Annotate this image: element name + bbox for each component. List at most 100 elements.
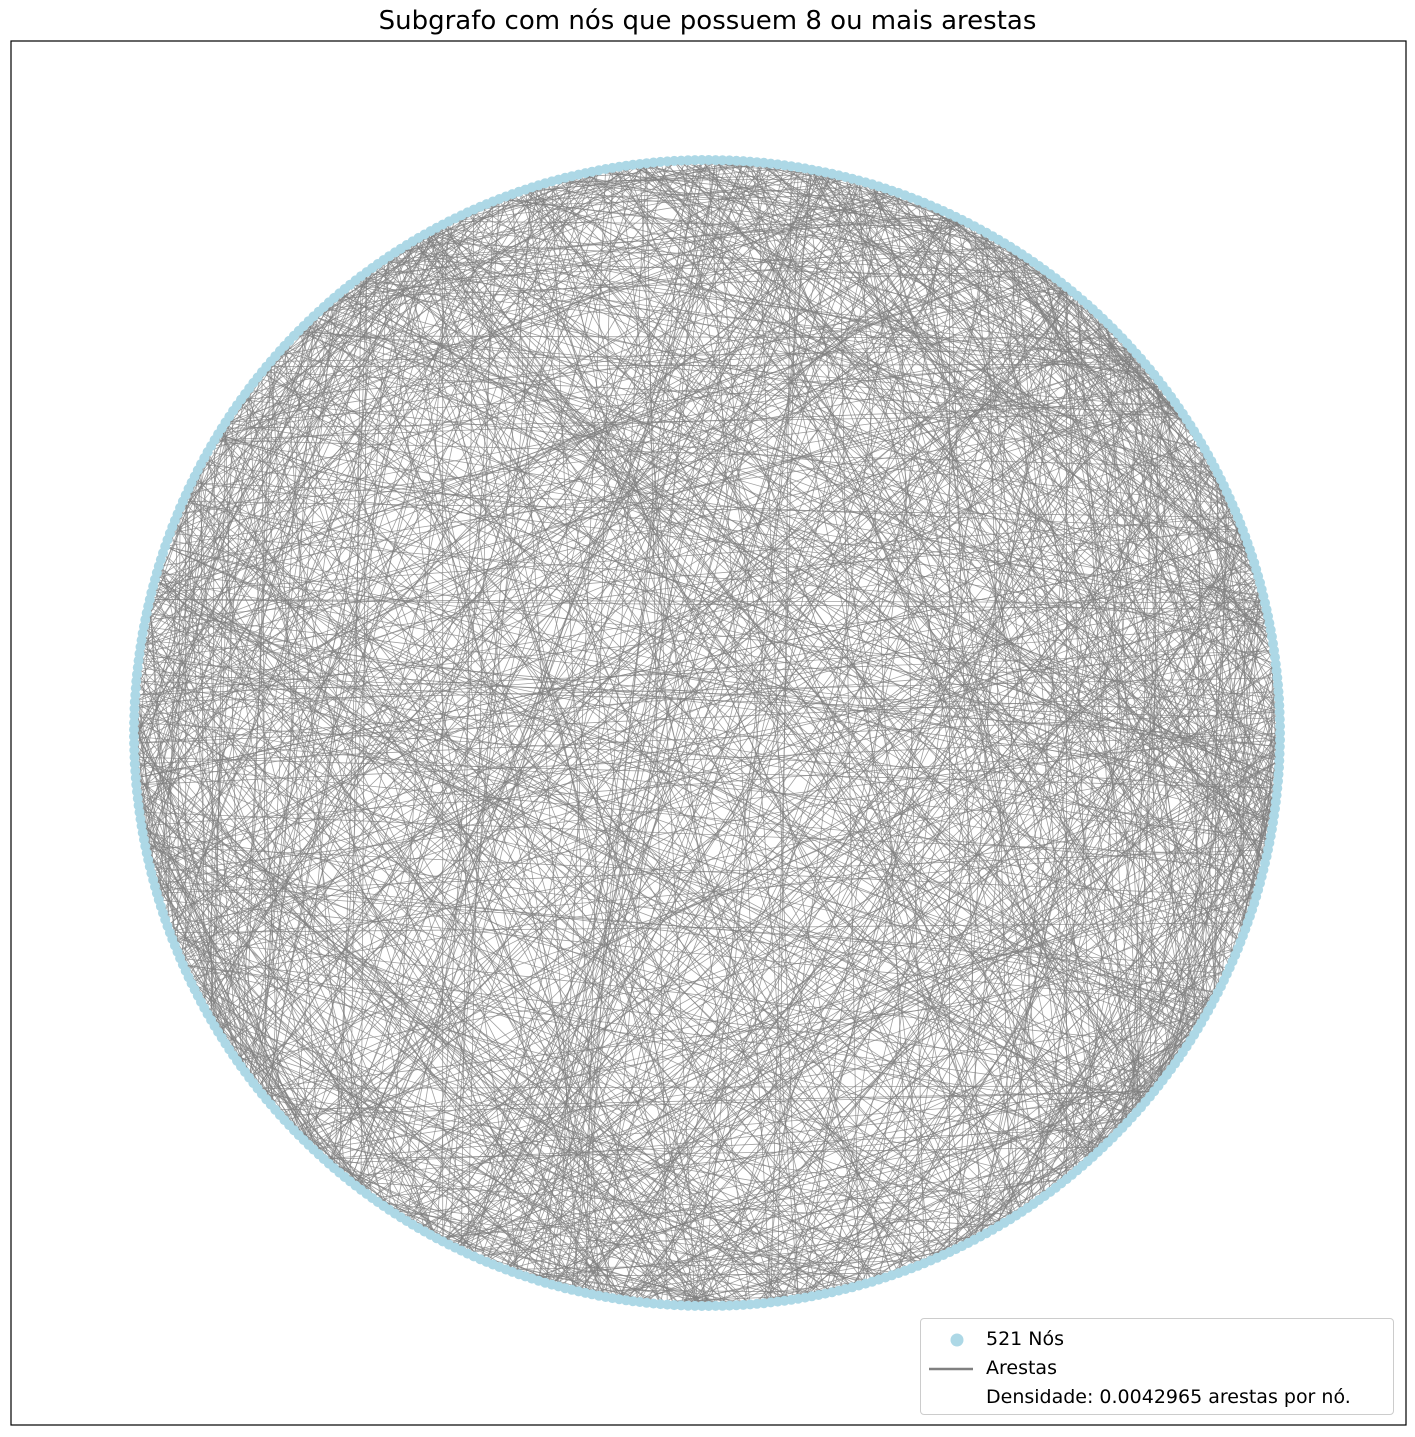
edge <box>333 159 703 1169</box>
edge <box>512 1271 751 1305</box>
edge <box>169 293 340 534</box>
edge <box>505 196 975 1240</box>
edge <box>191 374 1155 984</box>
node-marker-icon <box>950 1333 964 1347</box>
edge <box>167 718 1280 927</box>
edge <box>1044 269 1202 1024</box>
edge <box>763 467 1215 1304</box>
edge <box>293 516 1239 1131</box>
edge <box>174 323 1109 946</box>
edge <box>865 243 1005 1284</box>
edge-line-icon <box>929 1367 973 1371</box>
edge <box>328 1163 806 1298</box>
edge <box>804 650 1275 1298</box>
legend: 521 Nós Arestas Densidade: 0.0042965 are… <box>920 1318 1394 1415</box>
edge <box>225 422 1264 597</box>
edge <box>265 366 620 1300</box>
edge <box>154 579 1132 1118</box>
edge <box>182 964 1137 1113</box>
edge <box>152 585 402 1218</box>
edge <box>551 178 853 182</box>
legend-entry-nodes: 521 Nós <box>921 1325 1393 1355</box>
edge <box>248 286 1067 1078</box>
edge <box>167 216 957 927</box>
edge <box>660 1040 1191 1305</box>
edge <box>248 241 413 1078</box>
edge <box>531 187 999 241</box>
edge <box>1076 295 1248 544</box>
edge <box>639 186 880 1303</box>
edge <box>136 791 785 1302</box>
edge <box>430 230 1109 1143</box>
edge <box>248 388 281 1116</box>
edge <box>667 1279 879 1305</box>
edge <box>257 173 833 1089</box>
edge <box>430 230 1023 1212</box>
edge <box>436 1117 1132 1239</box>
edge <box>394 413 1184 1214</box>
edge <box>349 284 710 1307</box>
edge <box>165 546 1212 1006</box>
edge <box>673 160 1191 1041</box>
edge <box>349 896 1257 1182</box>
edge <box>162 912 1093 1158</box>
edge <box>1087 304 1272 631</box>
edge <box>191 180 860 984</box>
edge <box>980 229 1270 624</box>
node <box>696 1301 707 1311</box>
edge <box>1097 313 1191 1041</box>
edge <box>136 674 778 1302</box>
edge <box>257 377 957 1250</box>
edge <box>980 348 1133 1237</box>
edge <box>763 162 1279 775</box>
edge <box>270 361 1146 1103</box>
edge <box>158 899 1212 1006</box>
edge <box>430 309 1094 1236</box>
edge <box>344 1096 1150 1178</box>
edge <box>1076 295 1261 884</box>
edge <box>418 835 1271 1229</box>
edge <box>318 311 1274 823</box>
edge <box>313 316 1276 665</box>
edge <box>265 234 425 1100</box>
edge <box>270 304 1088 1105</box>
edge <box>248 388 373 1199</box>
edge <box>930 876 1263 1261</box>
edge <box>1170 589 1263 1070</box>
edge <box>584 175 840 1293</box>
edge <box>1149 467 1215 1097</box>
edge <box>715 159 1275 651</box>
edge <box>1021 523 1241 1212</box>
edge <box>210 529 1244 1021</box>
edge <box>383 1205 799 1300</box>
edge <box>349 284 1209 1012</box>
edge <box>1015 250 1094 1157</box>
edge <box>236 254 1023 1062</box>
edge <box>134 677 1278 703</box>
edge <box>851 536 1246 1288</box>
edge <box>1117 582 1261 1133</box>
edge <box>660 188 886 1305</box>
edge <box>360 589 1262 1191</box>
edge <box>571 160 716 1290</box>
edge <box>217 182 866 1033</box>
edge <box>149 170 600 867</box>
edge <box>1092 732 1281 1157</box>
edge <box>460 215 716 1306</box>
edge <box>151 190 893 594</box>
edge <box>134 523 1241 710</box>
edge <box>143 839 792 1301</box>
edge <box>167 242 1005 927</box>
edge <box>891 190 1259 577</box>
edge <box>625 562 1255 1301</box>
edge <box>323 170 600 1160</box>
node <box>703 155 714 165</box>
edge <box>303 196 507 1141</box>
edge <box>169 348 1132 534</box>
edge <box>191 482 1243 531</box>
edge <box>142 633 390 1210</box>
edge <box>143 626 1279 782</box>
edge <box>992 236 1128 1123</box>
edge <box>571 454 1209 1291</box>
